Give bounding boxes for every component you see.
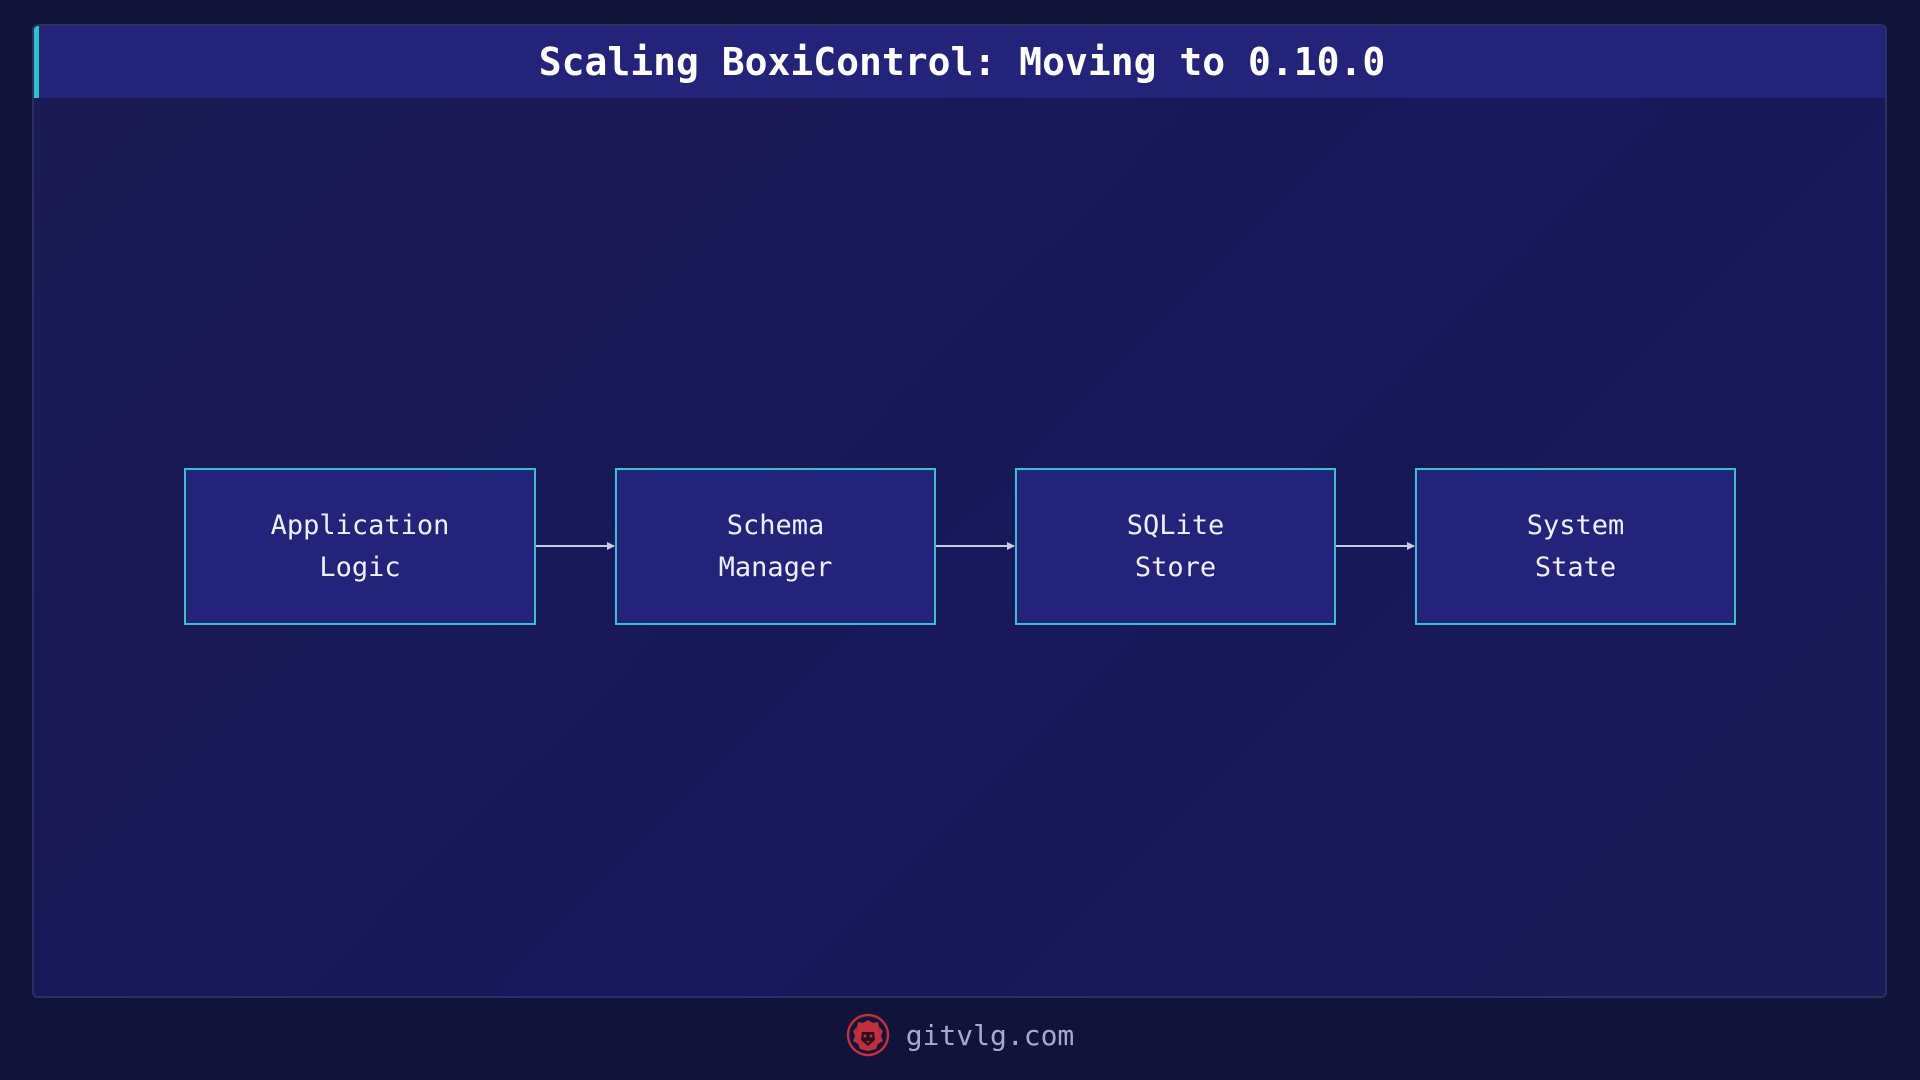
- node-label: SQLite Store: [1126, 509, 1225, 583]
- site-link[interactable]: gitvlg.com: [905, 1018, 1075, 1052]
- node-label: System State: [1526, 509, 1625, 583]
- footer: gitvlg.com: [0, 1010, 1920, 1060]
- node-label: Application Logic: [270, 509, 450, 583]
- node-label: Schema Manager: [718, 509, 833, 583]
- lion-head-icon[interactable]: [846, 1013, 890, 1057]
- node-sqlite-store: SQLite Store: [1015, 468, 1336, 625]
- page-title: Scaling BoxiControl: Moving to 0.10.0: [538, 40, 1386, 84]
- node-schema-manager: Schema Manager: [615, 468, 936, 625]
- node-application-logic: Application Logic: [184, 468, 536, 625]
- node-system-state: System State: [1415, 468, 1736, 625]
- title-bar: Scaling BoxiControl: Moving to 0.10.0: [34, 26, 1885, 98]
